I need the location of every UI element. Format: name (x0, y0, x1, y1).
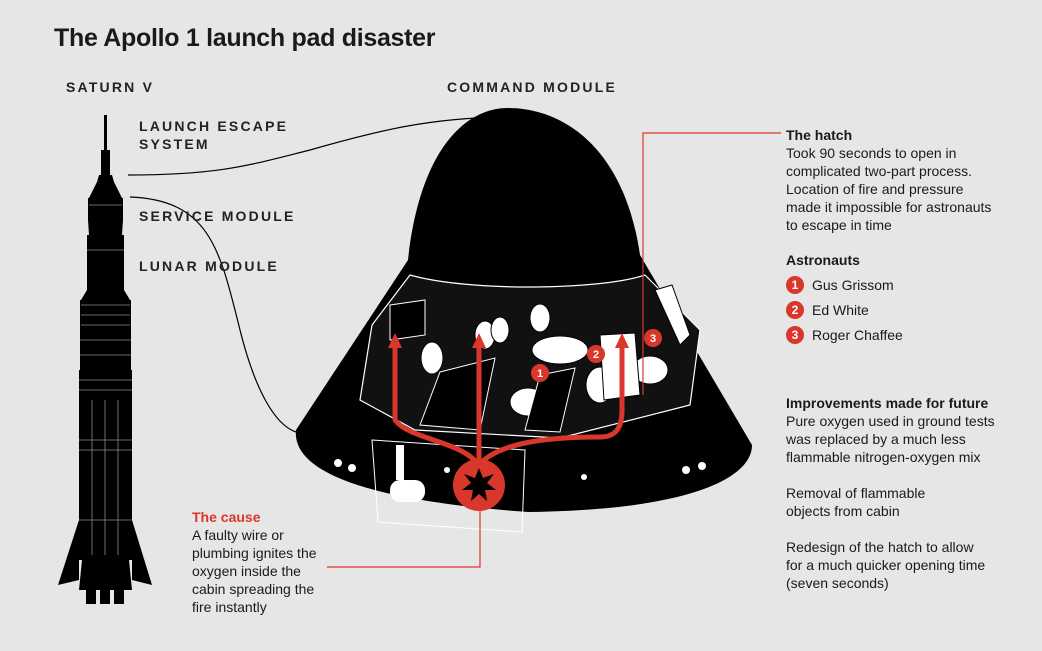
red-leader-lines (327, 132, 781, 568)
page-title: The Apollo 1 launch pad disaster (54, 24, 436, 52)
fire-spread-arrows (392, 345, 625, 467)
marker-2: 2 (593, 349, 599, 361)
leader-lines (127, 116, 506, 433)
label-service-module: SERVICE MODULE (139, 208, 296, 224)
label-saturn-v: SATURN V (66, 79, 155, 95)
hatch-text: The hatch Took 90 seconds to open in com… (786, 127, 992, 233)
rocket-details (79, 204, 132, 555)
command-module (295, 108, 752, 533)
label-command-module: COMMAND MODULE (447, 79, 618, 95)
marker-3: 3 (650, 333, 656, 345)
marker-1: 1 (537, 368, 543, 380)
astronauts-heading: Astronauts (786, 252, 860, 268)
cause-text: The cause A faulty wire or plumbing igni… (192, 509, 317, 615)
improvements-text: Improvements made for future Pure oxygen… (786, 395, 995, 591)
cause-heading: The cause (192, 509, 261, 525)
hatch-heading: The hatch (786, 127, 853, 143)
label-lunar-module: LUNAR MODULE (139, 258, 279, 274)
arrow-heads (388, 333, 629, 348)
fire-burst-icon (462, 468, 496, 501)
astronaut-markers (531, 329, 662, 382)
